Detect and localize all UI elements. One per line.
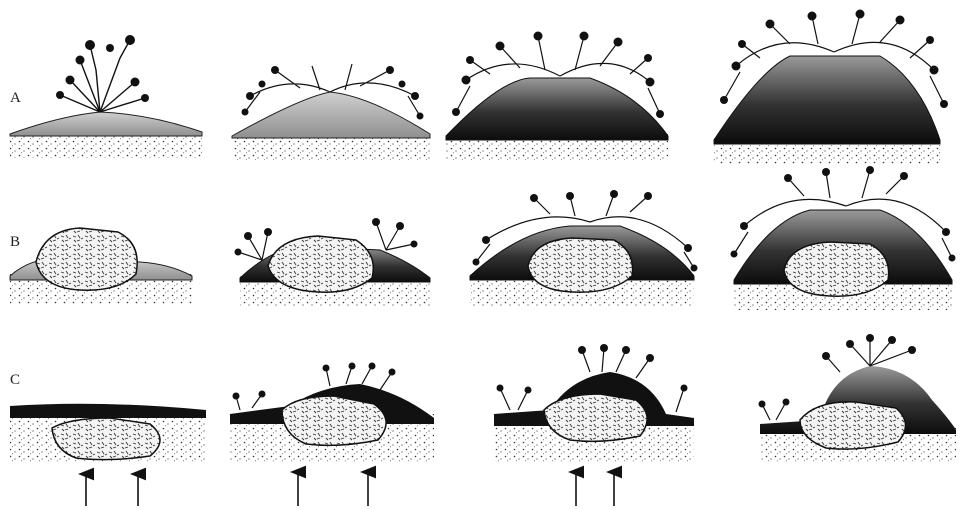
- rock: [528, 238, 633, 292]
- rock: [544, 394, 647, 441]
- panel-a2: [232, 64, 430, 160]
- rock: [282, 396, 386, 445]
- dark-soil-layer: [10, 404, 206, 418]
- rock: [52, 418, 160, 460]
- row-label-a: A: [10, 90, 21, 106]
- soil-mound: [10, 112, 202, 136]
- soil-mound: [714, 56, 940, 144]
- panel-b4: [731, 166, 956, 310]
- panel-a4: [714, 10, 948, 165]
- uplift-arrows: [86, 474, 138, 506]
- panel-c1: [10, 404, 206, 506]
- soil-mound: [232, 92, 430, 138]
- rock: [800, 402, 906, 449]
- rock: [268, 236, 373, 292]
- leaf-clusters: [56, 35, 149, 102]
- panel-a3: [446, 32, 668, 161]
- panel-b2: [235, 218, 431, 306]
- uplift-arrows: [298, 472, 368, 506]
- panel-a1: [10, 35, 202, 158]
- panel-c2: [230, 363, 434, 507]
- panel-c4: [759, 334, 957, 462]
- rock: [36, 228, 137, 290]
- rock: [784, 242, 889, 296]
- panel-b1: [10, 228, 192, 304]
- shrub: [60, 40, 145, 112]
- soil-mound: [446, 78, 668, 140]
- panel-c3: [494, 344, 694, 506]
- panel-b3: [470, 190, 698, 306]
- row-label-b: B: [10, 234, 20, 250]
- uplift-arrows: [576, 472, 614, 506]
- row-label-c: C: [10, 372, 20, 388]
